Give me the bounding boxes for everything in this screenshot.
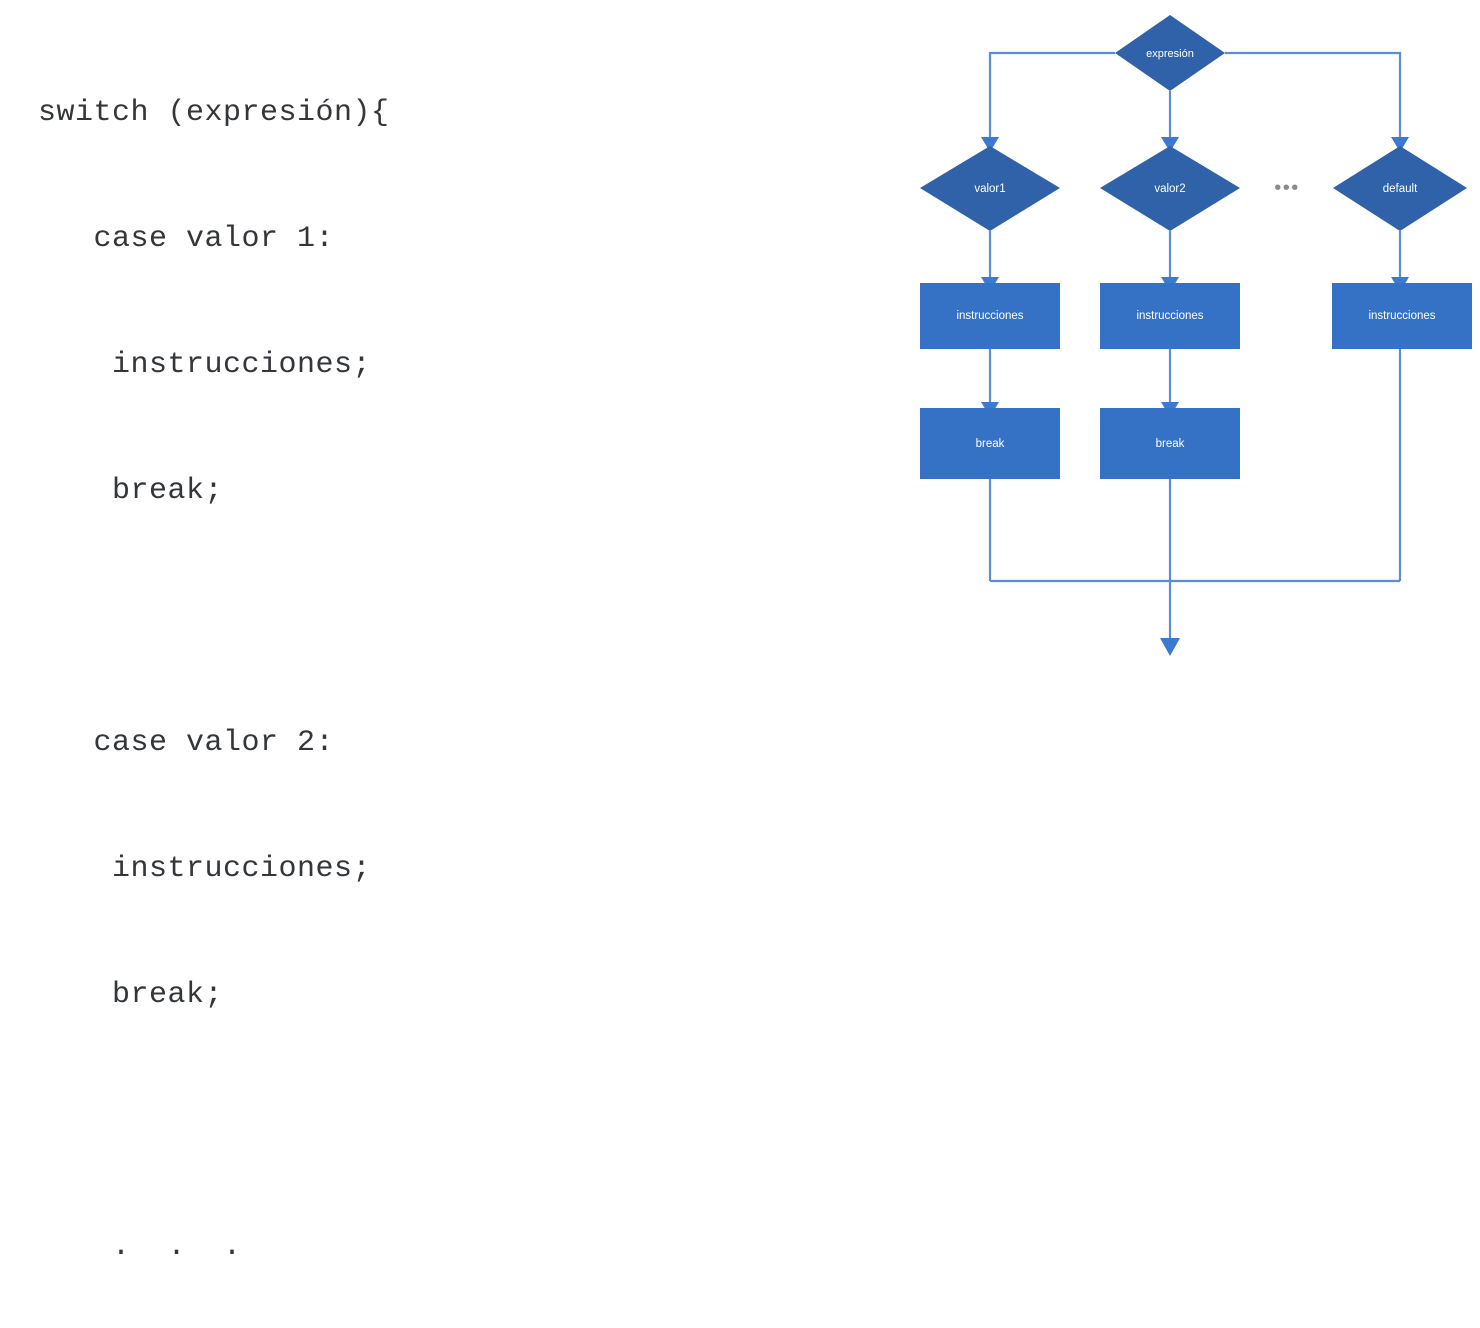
- node-default[interactable]: default: [1333, 146, 1467, 231]
- node-instrucciones-3[interactable]: instrucciones: [1332, 283, 1472, 349]
- ellipsis-icon: •••: [1274, 177, 1300, 199]
- node-break-2[interactable]: break: [1100, 408, 1240, 479]
- node-instrucciones-2[interactable]: instrucciones: [1100, 283, 1240, 349]
- switch-flowchart: expresión valor1 valor2 ••• default inst…: [920, 15, 1472, 656]
- box-shape-instrucciones-2: [1100, 283, 1240, 349]
- box-shape-break-1: [920, 408, 1060, 479]
- page-root: switch (expresión){ case valor 1: instru…: [38, 15, 1472, 1264]
- code-line: switch (expresión){: [38, 96, 390, 130]
- code-line: break;: [38, 978, 224, 1012]
- node-label-break-2: break: [1156, 438, 1185, 450]
- node-expresion[interactable]: expresión: [1115, 15, 1225, 91]
- connector-layer: [988, 51, 1402, 640]
- arrowhead-to-valor1: [981, 137, 999, 152]
- connector-root-to-default: [1225, 51, 1402, 137]
- arrowhead-to-valor2: [1161, 137, 1179, 152]
- box-shape-instrucciones-3: [1332, 283, 1472, 349]
- diamond-shape-valor2: [1100, 146, 1240, 231]
- node-instrucciones-1[interactable]: instrucciones: [920, 283, 1060, 349]
- box-shape-instrucciones-1: [920, 283, 1060, 349]
- box-shape-break-2: [1100, 408, 1240, 479]
- code-line: case valor 2:: [38, 726, 335, 760]
- code-line-ellipsis: . . .: [38, 1230, 242, 1264]
- node-valor1[interactable]: valor1: [920, 146, 1060, 231]
- node-label-instrucciones-1: instrucciones: [956, 310, 1023, 322]
- node-label-instrucciones-3: instrucciones: [1368, 310, 1435, 322]
- code-line: instrucciones;: [38, 348, 372, 382]
- diamond-shape-default: [1333, 146, 1467, 231]
- node-valor2[interactable]: valor2: [1100, 146, 1240, 231]
- node-label-valor2: valor2: [1154, 183, 1185, 195]
- diamond-shape-valor1: [920, 146, 1060, 231]
- node-label-break-1: break: [976, 438, 1005, 450]
- code-line-blank: [38, 1100, 558, 1142]
- diamond-shape-expresion: [1115, 15, 1225, 91]
- node-label-instrucciones-2: instrucciones: [1136, 310, 1203, 322]
- node-label-valor1: valor1: [974, 183, 1005, 195]
- code-line: instrucciones;: [38, 852, 372, 886]
- arrowhead-exit: [1160, 638, 1180, 656]
- node-label-default: default: [1383, 183, 1418, 195]
- node-break-1[interactable]: break: [920, 408, 1060, 479]
- node-label-expresion: expresión: [1146, 48, 1194, 60]
- connector-root-to-valor1: [988, 51, 1115, 137]
- arrowhead-to-default: [1391, 137, 1409, 152]
- code-line: break;: [38, 474, 224, 508]
- code-line: case valor 1:: [38, 222, 335, 256]
